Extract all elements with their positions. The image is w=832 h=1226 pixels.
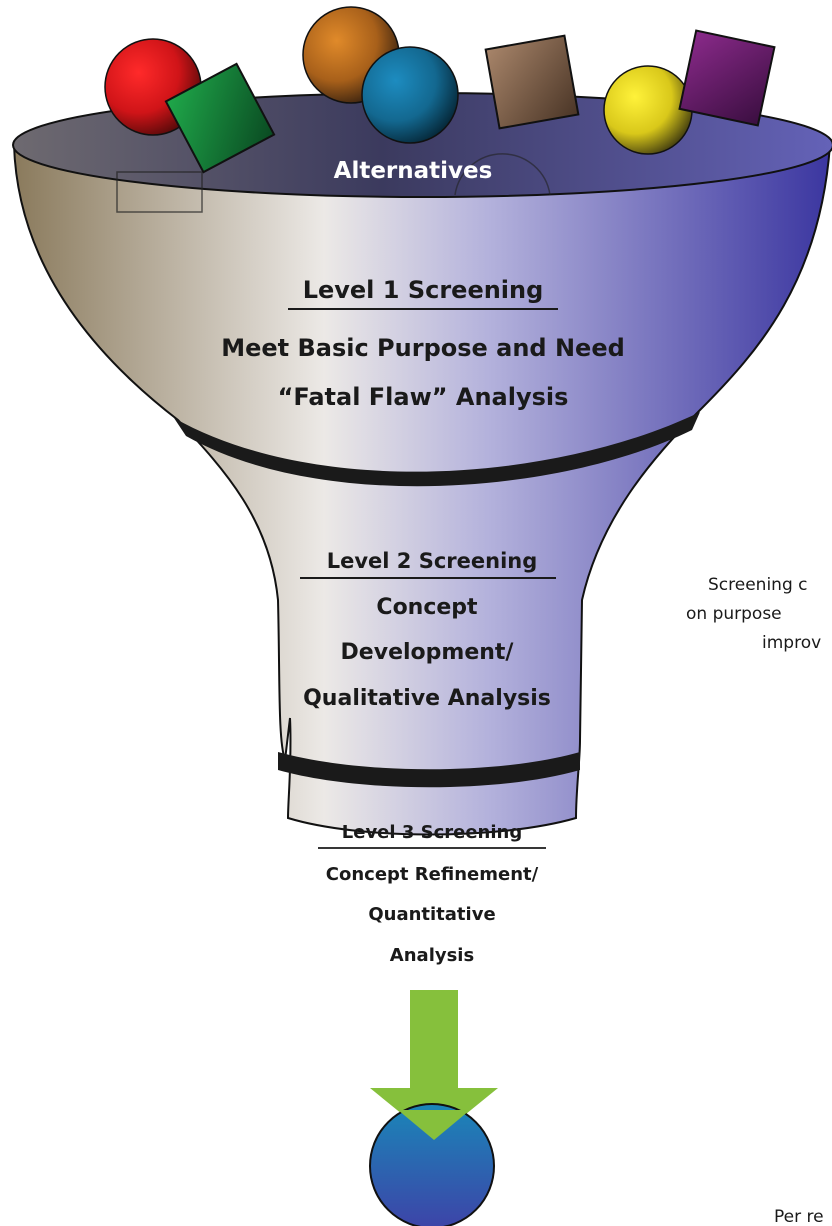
- level1-line1: Meet Basic Purpose and Need: [221, 334, 625, 362]
- green-square-icon: [164, 62, 276, 174]
- side-note-line1: Screening c: [708, 575, 808, 595]
- level2-line1: Concept: [376, 595, 478, 620]
- funnel-body: [12, 144, 832, 836]
- level2-line3: Qualitative Analysis: [303, 686, 551, 711]
- brown-square-icon: [484, 34, 580, 130]
- down-arrow-icon: [370, 990, 498, 1140]
- level3-line2: Quantitative: [368, 904, 495, 925]
- level3-heading: Level 3 Screening: [342, 822, 522, 843]
- level1-line2: “Fatal Flaw” Analysis: [278, 383, 569, 411]
- level1-heading: Level 1 Screening: [303, 276, 544, 304]
- blue-sphere-icon: [361, 46, 459, 144]
- faded-sphere-outline: [454, 153, 551, 196]
- arrow-tip-overlay: [398, 1110, 470, 1140]
- alternatives-label: Alternatives: [334, 158, 493, 184]
- level1-separator-band: [174, 412, 700, 487]
- purple-square-icon: [678, 29, 776, 127]
- level3-line3: Analysis: [390, 945, 474, 966]
- level3-line1: Concept Refinement/: [326, 864, 539, 885]
- level2-separator-band: [278, 752, 580, 788]
- footer-note: Per re: [774, 1207, 824, 1226]
- selected-alternative-sphere-icon: [369, 1103, 495, 1226]
- side-note-line3: improv: [762, 633, 821, 653]
- level2-line2: Development/: [341, 640, 515, 665]
- yellow-sphere-icon: [603, 65, 693, 155]
- faded-square-outline: [116, 171, 203, 213]
- side-note-line2: on purpose: [686, 604, 782, 624]
- level2-heading: Level 2 Screening: [327, 549, 538, 573]
